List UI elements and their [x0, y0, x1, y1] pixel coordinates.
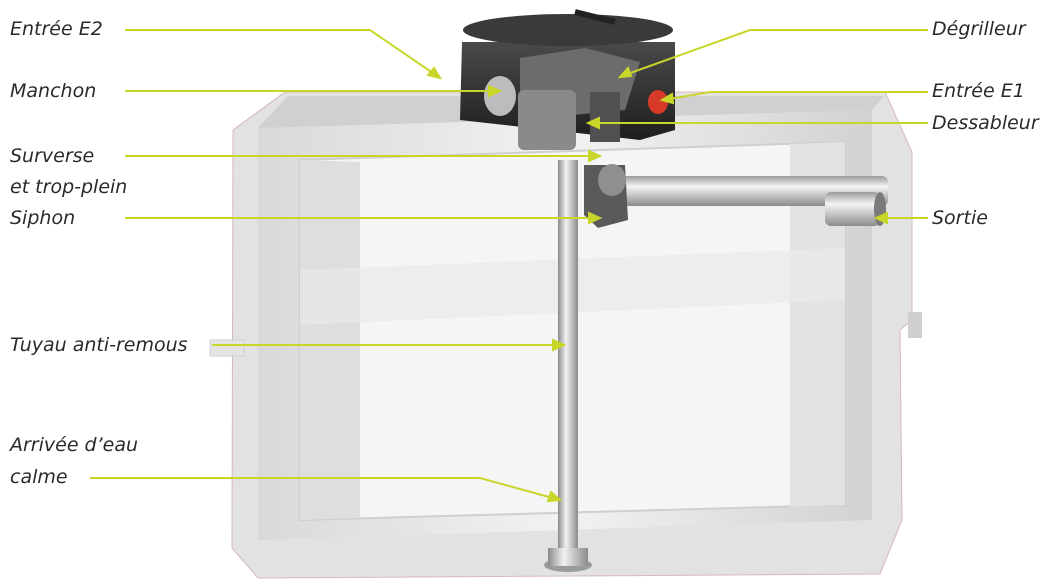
label-dessableur: Dessableur — [932, 112, 1039, 134]
label-tuyau-text: Tuyau anti-remous — [10, 334, 188, 356]
label-degrilleur: Dégrilleur — [932, 18, 1026, 40]
label-surverse-line1: Surverse — [10, 145, 95, 167]
siphon — [584, 164, 628, 228]
label-entree-e2: Entrée E2 — [10, 18, 103, 40]
callout-entree-e1 — [663, 91, 928, 101]
label-sortie-text: Sortie — [932, 207, 988, 229]
label-dessableur-text: Dessableur — [932, 112, 1039, 134]
callout-lines — [90, 29, 928, 503]
label-siphon-text: Siphon — [10, 207, 76, 229]
label-tuyau-anti-remous: Tuyau anti-remous — [10, 334, 188, 356]
label-degrilleur-text: Dégrilleur — [932, 18, 1026, 40]
lid-assembly — [460, 9, 675, 150]
label-entree-e1-text: Entrée E1 — [932, 80, 1025, 102]
label-arrivee-eau-calme: Arrivée d’eau calme — [10, 434, 138, 488]
label-surverse-line2: et trop-plein — [10, 176, 128, 198]
label-entree-e2-text: Entrée E2 — [10, 18, 103, 40]
label-arrivee-line2: calme — [10, 466, 68, 488]
callout-degrilleur — [621, 29, 928, 77]
anti-turbulence-pipe — [544, 160, 592, 572]
label-sortie: Sortie — [932, 207, 988, 229]
label-entree-e1: Entrée E1 — [932, 80, 1025, 102]
callout-arrivee — [90, 477, 561, 501]
label-arrivee-line1: Arrivée d’eau — [10, 434, 139, 456]
label-manchon-text: Manchon — [10, 80, 97, 102]
label-manchon: Manchon — [10, 80, 96, 102]
callout-entree-e2 — [125, 29, 441, 79]
label-siphon: Siphon — [10, 207, 75, 229]
label-surverse: Surverse et trop-plein — [10, 145, 127, 198]
